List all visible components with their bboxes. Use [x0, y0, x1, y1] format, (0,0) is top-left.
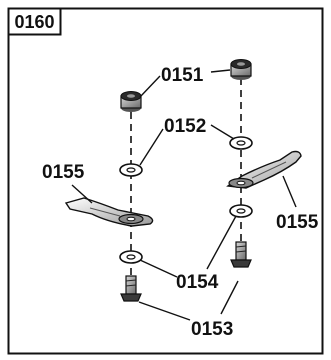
figure-ref-number: 0160 [14, 12, 54, 32]
callout-blade-right: 0155 [276, 212, 319, 233]
callout-washer: 0152 [164, 116, 206, 137]
callout-spacer: 0154 [176, 272, 219, 293]
right-nut [230, 59, 252, 80]
right-bolt [230, 241, 252, 268]
right-washer [229, 136, 253, 150]
callout-blade-left: 0155 [42, 162, 85, 183]
left-blade [64, 197, 154, 227]
callout-nut: 0151 [161, 65, 204, 86]
figure-ref-badge: 0160 [7, 7, 62, 36]
diagram-frame [7, 7, 324, 355]
callout-bolt: 0153 [191, 319, 233, 340]
left-bolt [120, 275, 142, 302]
left-spacer [119, 250, 143, 264]
left-nut [120, 91, 142, 112]
leader-lines [71, 69, 297, 321]
left-washer [119, 163, 143, 177]
right-spacer [229, 204, 253, 218]
right-blade [226, 150, 302, 189]
